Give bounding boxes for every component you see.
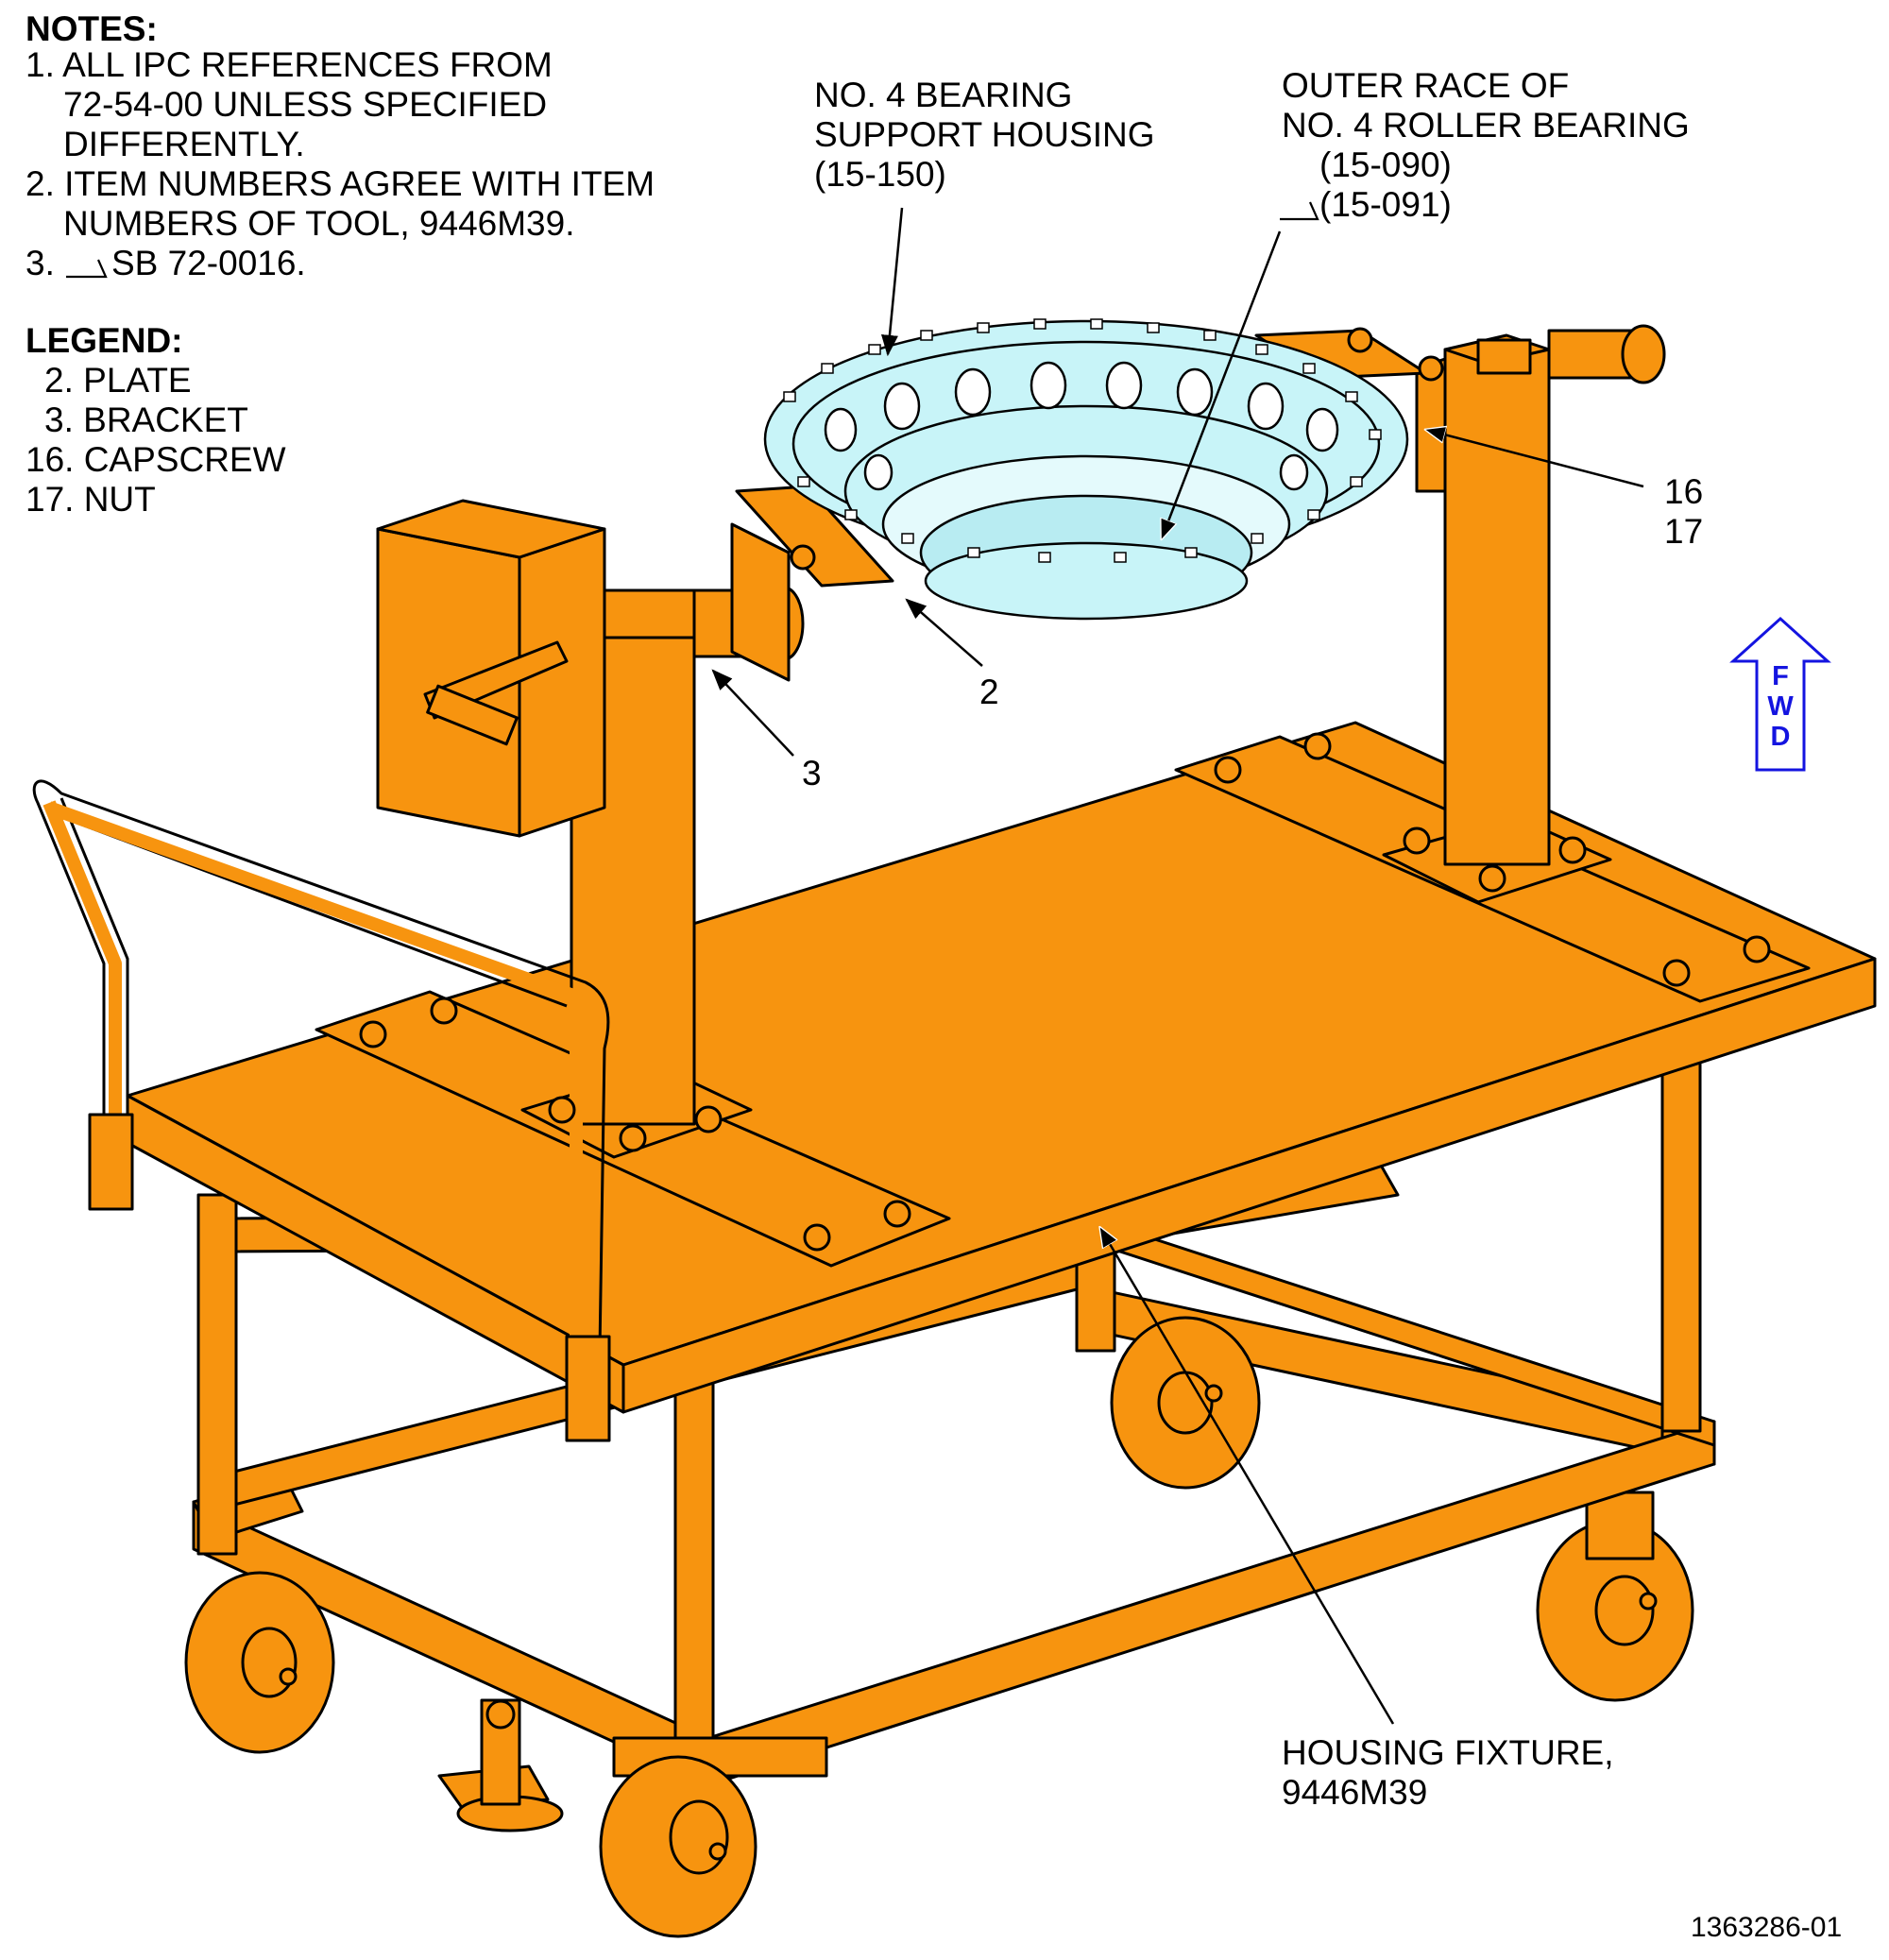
sb-marks (66, 201, 1319, 279)
right-post-cap (1476, 338, 1532, 375)
front-leg-left (196, 1193, 238, 1556)
callout-fixture-line2: 9446M39 (1282, 1773, 1428, 1812)
wheel-axle (1639, 1592, 1658, 1611)
legend-heading: LEGEND: (26, 321, 183, 360)
push-handle (32, 779, 610, 1352)
note-2-line2: NUMBERS OF TOOL, 9446M39. (63, 204, 575, 243)
bolt (430, 997, 458, 1025)
callout-outer-race-line4: (15-091) (1319, 185, 1452, 224)
bolt (1403, 827, 1431, 855)
fwd-letter-d: D (1770, 722, 1791, 752)
gearbox-side (518, 527, 606, 838)
bolt (803, 1223, 831, 1252)
table-right-edge (621, 957, 1877, 1414)
bolt (359, 1020, 387, 1048)
handle-bar-end (1621, 324, 1666, 384)
leader-housing (880, 207, 904, 357)
caster-bracket (1585, 1491, 1655, 1560)
front-leg-mid (673, 1358, 715, 1759)
fwd-letter-f: F (1772, 661, 1789, 691)
wheel-rear-right-hub (1594, 1575, 1655, 1646)
bolts (359, 327, 1771, 1252)
callout-outer-race-line2: NO. 4 ROLLER BEARING (1282, 106, 1690, 145)
housing-holes (824, 361, 1339, 491)
legend-item-plate: 2. PLATE (44, 361, 192, 400)
fwd-arrow (1729, 616, 1831, 772)
bolt (694, 1105, 723, 1133)
note-1-line1: 1. ALL IPC REFERENCES FROM (26, 45, 553, 84)
handle-socket-left (88, 1113, 134, 1211)
note-2-line1: 2. ITEM NUMBERS AGREE WITH ITEM (26, 164, 655, 203)
bolt (790, 544, 816, 571)
callout-item-16: 16 (1664, 472, 1704, 511)
notes-heading: NOTES: (26, 9, 158, 48)
leader-item-3 (711, 669, 794, 757)
sb-triangle-icon (66, 259, 108, 279)
bracket-upright (730, 522, 791, 682)
bolt (1214, 756, 1242, 784)
leader-outer-race (1162, 230, 1282, 538)
bolt (619, 1124, 647, 1152)
callout-item-3: 3 (802, 754, 822, 793)
bolt (1478, 864, 1506, 893)
wheel-axle (1204, 1384, 1223, 1403)
bearing-support-housing (763, 318, 1409, 621)
brake-pivot (485, 1699, 516, 1730)
leader-fixture (1100, 1228, 1395, 1725)
bolt (1303, 732, 1332, 760)
legend-item-bracket: 3. BRACKET (44, 401, 248, 439)
callout-fixture-line1: HOUSING FIXTURE, (1282, 1733, 1614, 1772)
front-leg-right (1660, 1051, 1702, 1433)
callout-outer-race-line1: OUTER RACE OF (1282, 66, 1570, 105)
leader-item-2 (905, 598, 983, 667)
callout-housing-line1: NO. 4 BEARING (814, 76, 1073, 114)
wheel-front-right-hub (669, 1799, 729, 1875)
figure-id: 1363286-01 (1691, 1912, 1843, 1943)
cart (32, 324, 1877, 1938)
housing-teeth (783, 318, 1382, 563)
legend-item-capscrew: 16. CAPSCREW (26, 440, 286, 479)
gearbox-top (376, 499, 606, 559)
bolt (1347, 327, 1373, 353)
wheel-front-left-hub (241, 1627, 298, 1698)
wheel-axle (279, 1667, 298, 1686)
bolt (1418, 355, 1444, 382)
bolt (1743, 935, 1771, 963)
leader-lines (711, 207, 1644, 1725)
sb-triangle-icon (1280, 201, 1319, 221)
callout-housing-line3: (15-150) (814, 155, 946, 194)
bolt (883, 1200, 911, 1228)
callout-item-2: 2 (979, 673, 999, 711)
bolt (1558, 836, 1587, 864)
handle-socket-right (565, 1335, 611, 1442)
wheel-axle (708, 1842, 727, 1861)
crank-grip (426, 684, 519, 746)
note-1-line3: DIFFERENTLY. (63, 125, 305, 163)
left-post-cap (603, 588, 696, 639)
push-handle-fill (43, 800, 583, 1351)
callout-item-17: 17 (1664, 512, 1704, 551)
callout-housing-line2: SUPPORT HOUSING (814, 115, 1155, 154)
bolt (548, 1096, 576, 1124)
fwd-letter-w: W (1767, 691, 1794, 722)
note-3-text: SB 72-0016. (111, 244, 306, 282)
bolt (1662, 959, 1691, 987)
right-post (1443, 348, 1551, 866)
leader-item-16 (1426, 430, 1644, 488)
housing-base (924, 541, 1249, 621)
callout-outer-race-line3: (15-090) (1319, 145, 1452, 184)
legend-item-nut: 17. NUT (26, 480, 156, 519)
note-3-prefix: 3. (26, 244, 55, 282)
note-1-line2: 72-54-00 UNLESS SPECIFIED (63, 85, 548, 124)
